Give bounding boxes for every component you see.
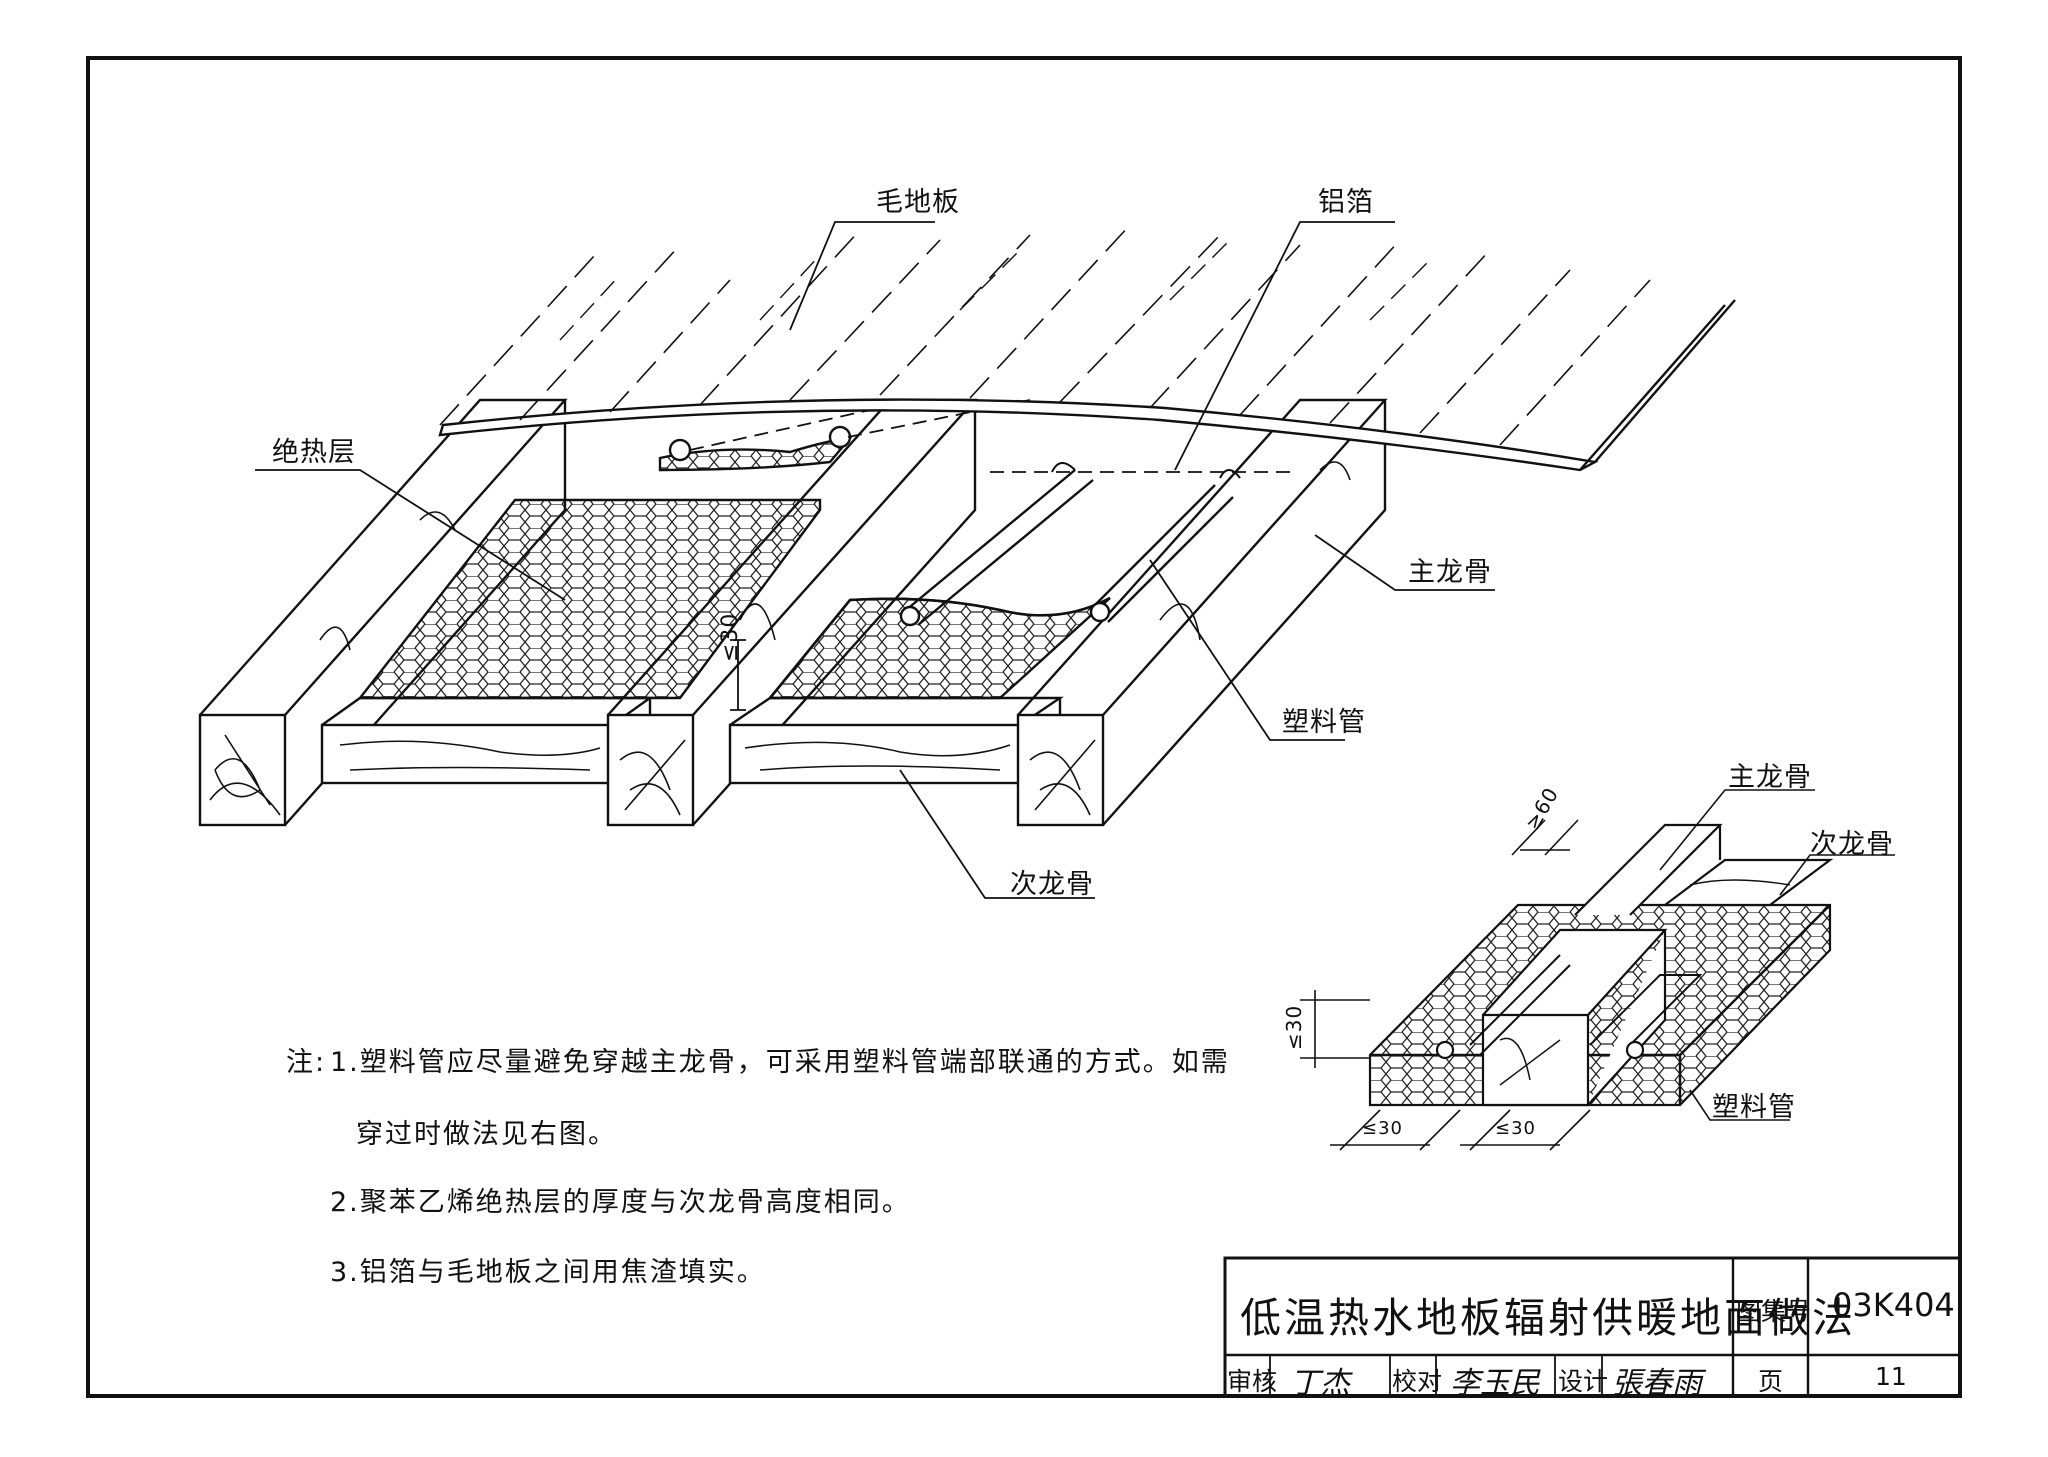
label-dim-30: ≤30 — [718, 612, 743, 662]
detail-joist-back — [1574, 823, 1723, 916]
leader-secondary-joist — [899, 769, 1095, 899]
detail-pipe-loop — [1469, 954, 1703, 1056]
drawing-title: 低温热水地板辐射供暖地面做法 — [1240, 1294, 1856, 1342]
detail-dim-30-a-label: ≤30 — [1362, 1118, 1403, 1139]
detail-label-secondary-joist: 次龙骨 — [1810, 829, 1894, 860]
leader-plastic-pipe — [1149, 559, 1345, 741]
detail-dim-30-vertical-label: ≤30 — [1282, 1004, 1306, 1050]
plastic-pipes — [668, 399, 1241, 627]
leader-subfloor — [789, 221, 935, 331]
detail-secondary-joist — [1661, 858, 1834, 907]
detail-label-plastic-pipe: 塑料管 — [1712, 1092, 1796, 1123]
label-insulation: 绝热层 — [272, 437, 356, 468]
review-signature: 丁杰 — [1290, 1366, 1350, 1401]
design-signature: 張春雨 — [1612, 1366, 1702, 1401]
page-label: 页 — [1758, 1367, 1784, 1396]
note-2: 2.聚苯乙烯绝热层的厚度与次龙骨高度相同。 — [330, 1187, 911, 1218]
label-foil: 铝箔 — [1318, 187, 1374, 218]
note-1a: 1.塑料管应尽量避免穿越主龙骨，可采用塑料管端部联通的方式。如需 — [330, 1047, 1230, 1078]
check-label: 校对 — [1392, 1367, 1443, 1396]
detail-drawing — [1300, 789, 1895, 1151]
main-joist-right — [1016, 398, 1388, 827]
detail-dim-60 — [1511, 819, 1579, 856]
notes-prefix: 注: — [286, 1047, 327, 1078]
detail-dim-30-b-label: ≤30 — [1495, 1118, 1536, 1139]
atlas-label: 图集号 — [1736, 1297, 1812, 1326]
atlas-number: 03K404 — [1832, 1286, 1955, 1324]
insulation-bay-left — [357, 498, 822, 700]
review-label: 审核 — [1227, 1367, 1278, 1396]
detail-dim-vertical — [1300, 990, 1370, 1068]
main-drawing — [198, 221, 1736, 899]
detail-main-joist — [1481, 928, 1668, 1107]
secondary-joist-left — [320, 696, 654, 785]
note-1b: 穿过时做法见右图。 — [356, 1119, 617, 1150]
title-block-frame — [1223, 1256, 1962, 1398]
design-label: 设计 — [1558, 1367, 1609, 1396]
detail-dim-bottom — [1330, 1109, 1591, 1151]
main-joist-left — [198, 398, 568, 827]
subfloor-board — [438, 224, 1736, 472]
label-subfloor: 毛地板 — [876, 187, 960, 218]
label-plastic-pipe: 塑料管 — [1282, 707, 1366, 738]
detail-label-main-joist: 主龙骨 — [1728, 762, 1812, 793]
dim-30-line — [730, 639, 746, 711]
note-3: 3.铝箔与毛地板之间用焦渣填实。 — [330, 1257, 766, 1288]
label-secondary-joist: 次龙骨 — [1010, 869, 1094, 900]
secondary-joist-right — [728, 696, 1064, 785]
check-signature: 李玉民 — [1450, 1366, 1540, 1401]
page-number: 11 — [1875, 1362, 1907, 1391]
leader-main-joist — [1314, 534, 1495, 591]
outer-border — [86, 56, 1962, 1398]
label-main-joist: 主龙骨 — [1408, 557, 1492, 588]
leader-insulation — [255, 469, 566, 601]
leader-foil — [1174, 221, 1395, 471]
